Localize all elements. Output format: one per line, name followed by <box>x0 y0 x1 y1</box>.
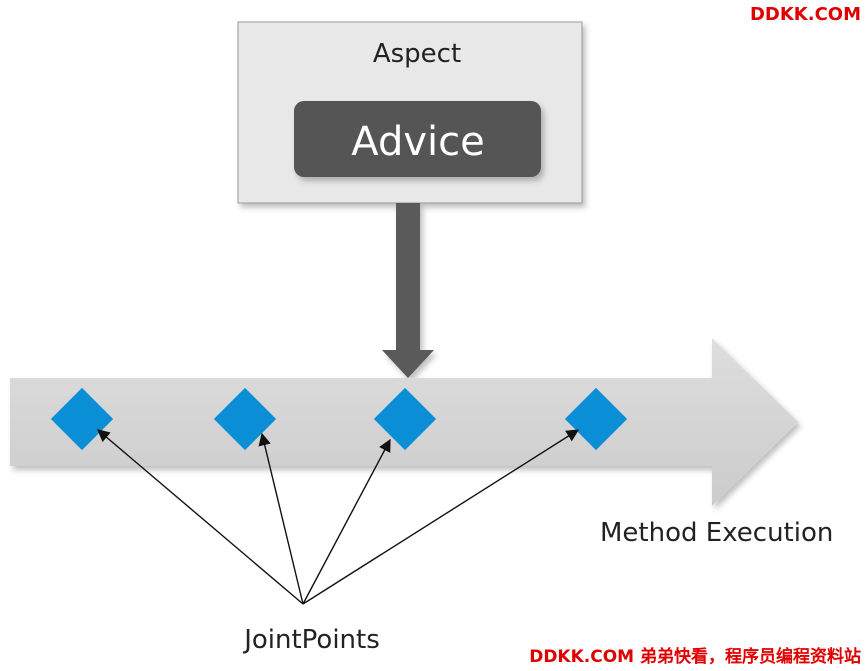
jointpoint-pointer-line <box>302 429 580 605</box>
advice-connector-arrow <box>382 203 434 378</box>
jointpoints-label: JointPoints <box>242 625 380 655</box>
jointpoint-pointer-line <box>302 438 391 605</box>
jointpoint-pointer-line <box>258 432 304 605</box>
advice-label: Advice <box>351 119 484 165</box>
advice-box <box>294 101 541 177</box>
jointpoint-pointer-line <box>97 429 304 605</box>
watermark-bottom: DDKK.COM 弟弟快看，程序员编程资料站 <box>529 647 861 667</box>
watermark-top: DDKK.COM <box>749 4 861 25</box>
method-execution-label: Method Execution <box>600 518 833 548</box>
joinpoint-diamond <box>373 387 437 451</box>
aspect-label: Aspect <box>373 39 461 69</box>
joinpoint-diamond <box>564 387 628 451</box>
